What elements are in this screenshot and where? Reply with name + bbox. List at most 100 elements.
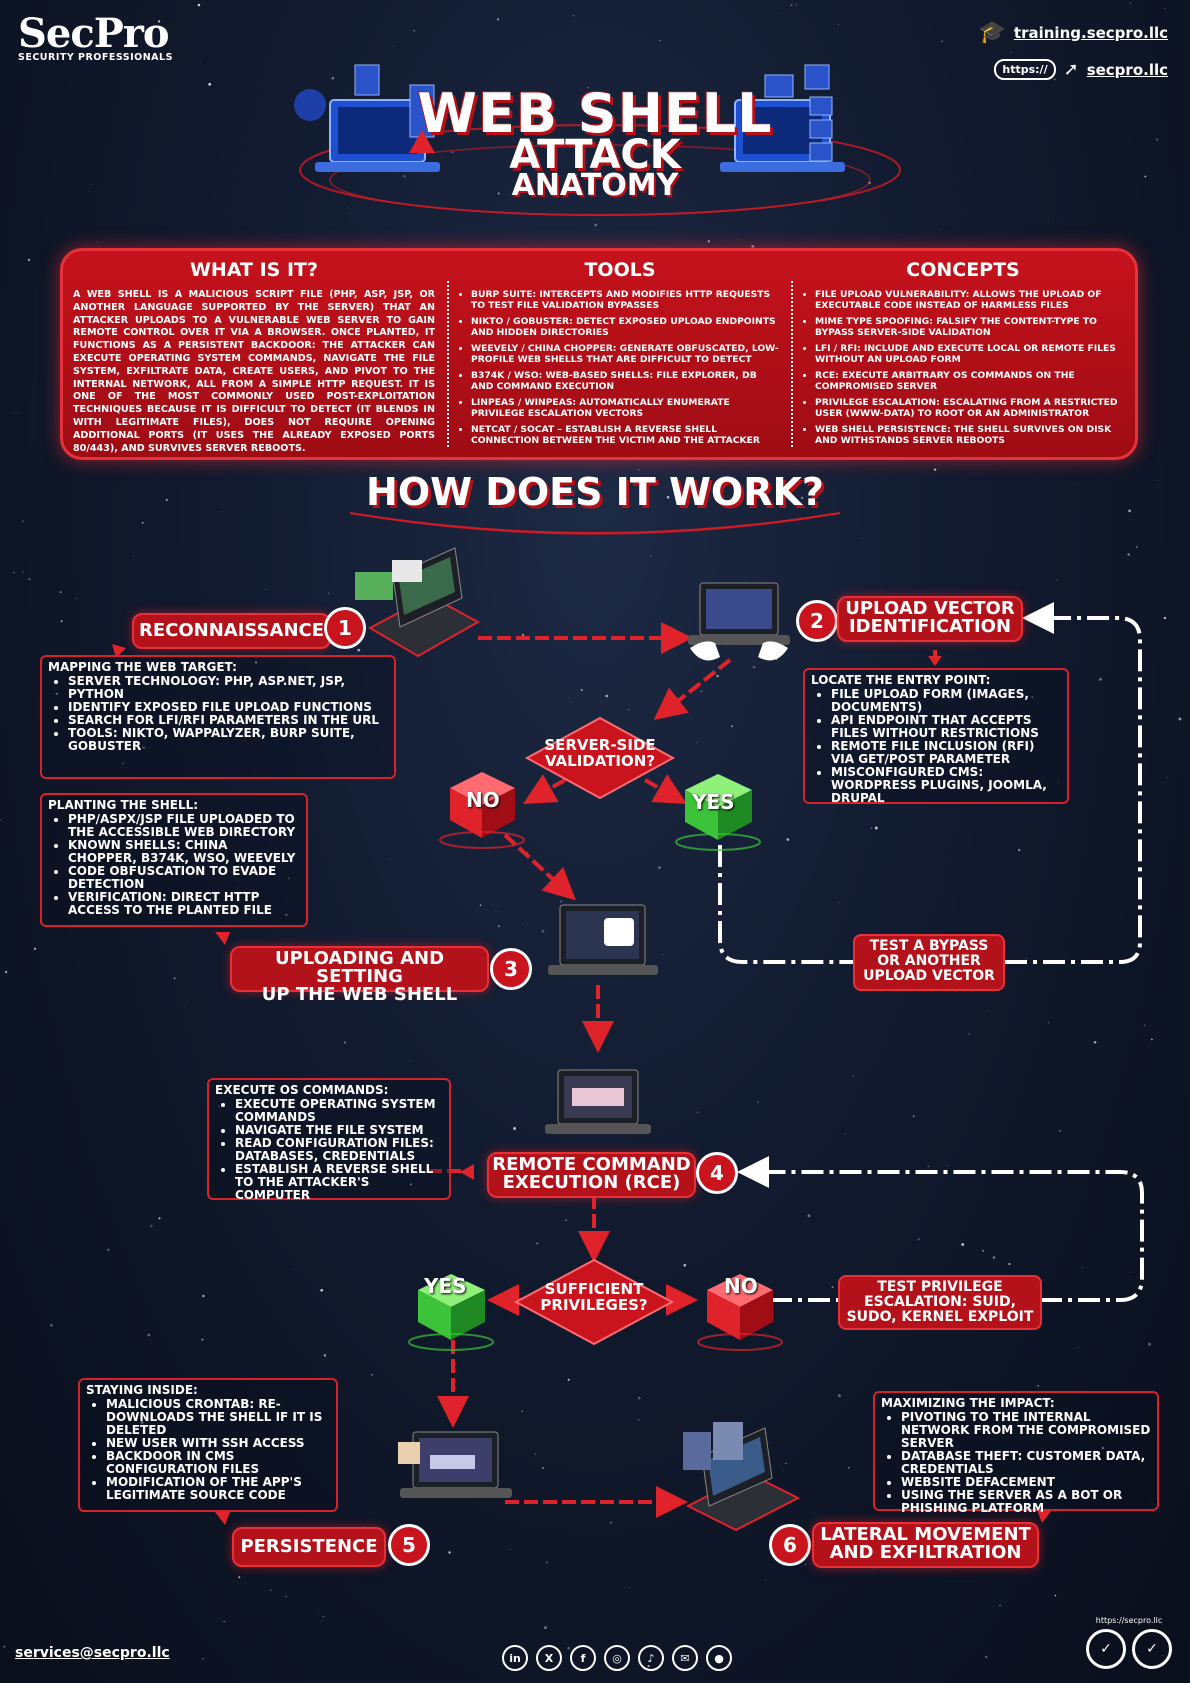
how-does-it-work-heading: HOW DOES IT WORK? [366,470,824,514]
planting-details-heading: PLANTING THE SHELL: [48,798,199,812]
privileges-yes-label: YES [424,1274,467,1298]
list-item: PHP/ASPX/JSP FILE UPLOADED TO THE ACCESS… [68,813,300,839]
list-item: SEARCH FOR LFI/RFI PARAMETERS IN THE URL [68,714,388,727]
https-badge: https:// [994,59,1056,80]
recon-details-box: MAPPING THE WEB TARGET: SERVER TECHNOLOG… [40,655,396,779]
brand-logo[interactable]: SecPro SECURITY PROFESSIONALS [18,10,173,64]
chat-icon[interactable]: ✉ [672,1645,698,1671]
privileges-no-label: NO [724,1274,758,1298]
pointer-upload-box [928,656,942,666]
list-item: FILE UPLOAD FORM (IMAGES, DOCUMENTS) [831,688,1061,714]
instagram-icon[interactable]: ◎ [604,1645,630,1671]
privesc-loop-label: TEST PRIVILEGE ESCALATION: SUID, SUDO, K… [838,1275,1042,1330]
arrow-validation-to-no [523,774,566,804]
certification-seal-icon: ✓ [1086,1629,1126,1669]
step-2-number: 2 [796,600,838,642]
loop-paths [718,602,1144,1302]
list-item: MALICIOUS CRONTAB: RE-DOWNLOADS THE SHEL… [106,1398,330,1437]
certification-seal-icon: ✓ [1132,1629,1172,1669]
list-item: CODE OBFUSCATION TO EVADE DETECTION [68,865,300,891]
staying-details-heading: STAYING INSIDE: [86,1383,198,1397]
heading-swoosh [349,512,841,535]
list-item: WEBSITE DEFACEMENT [901,1476,1151,1489]
list-item: VERIFICATION: DIRECT HTTP ACCESS TO THE … [68,891,300,917]
tools-item: BURP SUITE: INTERCEPTS AND MODIFIES HTTP… [471,289,781,311]
graduation-cap-icon: 🎓 [978,20,1006,45]
training-link[interactable]: training.secpro.llc [1013,23,1168,42]
privesc-line-1: TEST PRIVILEGE [877,1279,1003,1295]
recon-details-heading: MAPPING THE WEB TARGET: [48,660,237,674]
list-item: USING THE SERVER AS A BOT OR PHISHING PL… [901,1489,1151,1515]
step-6-label-line-1: LATERAL MOVEMENT [820,1524,1031,1545]
training-link-row: 🎓 training.secpro.llc [979,20,1168,45]
list-item: BACKDOOR IN CMS CONFIGURATION FILES [106,1450,330,1476]
validation-diamond [524,716,676,800]
upload-details-heading: LOCATE THE ENTRY POINT: [811,673,991,687]
site-link[interactable]: secpro.llc [1086,60,1168,79]
arrow-no-to-upload-shell [503,833,576,901]
exec-details-list: EXECUTE OPERATING SYSTEM COMMANDS NAVIGA… [215,1098,443,1202]
privileges-decision-label: SUFFICIENT PRIVILEGES? [524,1281,664,1313]
privileges-diamond [513,1258,675,1346]
header-illustration [294,64,901,216]
x-twitter-icon[interactable]: X [536,1645,562,1671]
step-4-label-line-2: EXECUTION (RCE) [502,1172,681,1193]
step-5-number: 5 [388,1524,430,1566]
cursor-icon: ➚ [1063,59,1079,80]
list-item: PIVOTING TO THE INTERNAL NETWORK FROM TH… [901,1411,1151,1450]
validation-no-label: NO [466,788,500,812]
github-icon[interactable]: ● [706,1645,732,1671]
validation-yes-label: YES [692,790,735,814]
no-cube-1 [439,772,525,849]
what-is-it-column: WHAT IS IT? A web shell is a malicious s… [73,259,435,455]
bypass-line-1: TEST A BYPASS [869,938,989,954]
tools-column: TOOLS BURP SUITE: INTERCEPTS AND MODIFIE… [459,259,781,451]
concepts-item: RCE: EXECUTE ARBITRARY OS COMMANDS ON TH… [815,370,1123,392]
recon-details-list: SERVER TECHNOLOGY: PHP, ASP.NET, JSP, PY… [48,675,388,753]
header-links: 🎓 training.secpro.llc https:// ➚ secpro.… [979,20,1168,94]
concepts-item: PRIVILEGE ESCALATION: ESCALATING FROM A … [815,397,1123,419]
brand-name: SecPro [18,10,170,57]
concepts-item: MIME TYPE SPOOFING: FALSIFY THE CONTENT-… [815,316,1123,338]
linkedin-icon[interactable]: in [502,1645,528,1671]
title-line-2: ATTACK [509,132,681,178]
step-3-number: 3 [490,948,532,990]
shell-laptop-icon [548,904,658,975]
pointer-staying-box [215,1512,230,1525]
facebook-icon[interactable]: f [570,1645,596,1671]
contact-email-link[interactable]: services@secpro.llc [15,1645,170,1661]
what-is-it-heading: WHAT IS IT? [189,259,319,281]
tools-heading: TOOLS [584,259,656,281]
impact-details-box: MAXIMIZING THE IMPACT: PIVOTING TO THE I… [873,1391,1159,1515]
pointer-impact-box [1037,1510,1052,1523]
server-laptop-icon [720,64,845,172]
bypass-loop-label: TEST A BYPASS OR ANOTHER UPLOAD VECTOR [853,934,1005,991]
no-cube-2 [697,1274,783,1351]
recon-laptop-icon [355,547,481,658]
pointer-planting-box [215,932,230,945]
concepts-heading: CONCEPTS [906,259,1020,281]
list-item: IDENTIFY EXPOSED FILE UPLOAD FUNCTIONS [68,701,388,714]
staying-details-list: MALICIOUS CRONTAB: RE-DOWNLOADS THE SHEL… [86,1398,330,1502]
step-6-label: LATERAL MOVEMENT AND EXFILTRATION [812,1522,1039,1568]
loop-bypass-to-upload [1005,602,1142,964]
impact-details-list: PIVOTING TO THE INTERNAL NETWORK FROM TH… [881,1411,1151,1515]
loop-privesc-to-rce [737,1156,1144,1302]
attacker-laptop-icon [294,64,440,172]
rce-laptop-icon [545,1069,651,1134]
tools-item: LINPEAS / WINPEAS: AUTOMATICALLY ENUMERA… [471,397,781,419]
step-1-number: 1 [324,607,366,649]
step-4-label: REMOTE COMMAND EXECUTION (RCE) [487,1152,696,1198]
tools-item: B374K / WSO: WEB-BASED SHELLS: FILE EXPL… [471,370,781,392]
step-6-number: 6 [769,1524,811,1566]
title-line-3: ANATOMY [511,168,679,203]
tools-item: NETCAT / SOCAT – ESTABLISH A REVERSE SHE… [471,424,781,446]
tiktok-icon[interactable]: ♪ [638,1645,664,1671]
step-3-label-line-1: UPLOADING AND SETTING [274,948,445,987]
step-3-label-line-2: UP THE WEB SHELL [261,984,458,1005]
staying-details-box: STAYING INSIDE: MALICIOUS CRONTAB: RE-DO… [78,1378,338,1512]
list-item: ESTABLISH A REVERSE SHELL TO THE ATTACKE… [235,1163,443,1202]
concepts-item: LFI / RFI: INCLUDE AND EXECUTE LOCAL OR … [815,343,1123,365]
step-6-label-line-2: AND EXFILTRATION [829,1542,1022,1563]
